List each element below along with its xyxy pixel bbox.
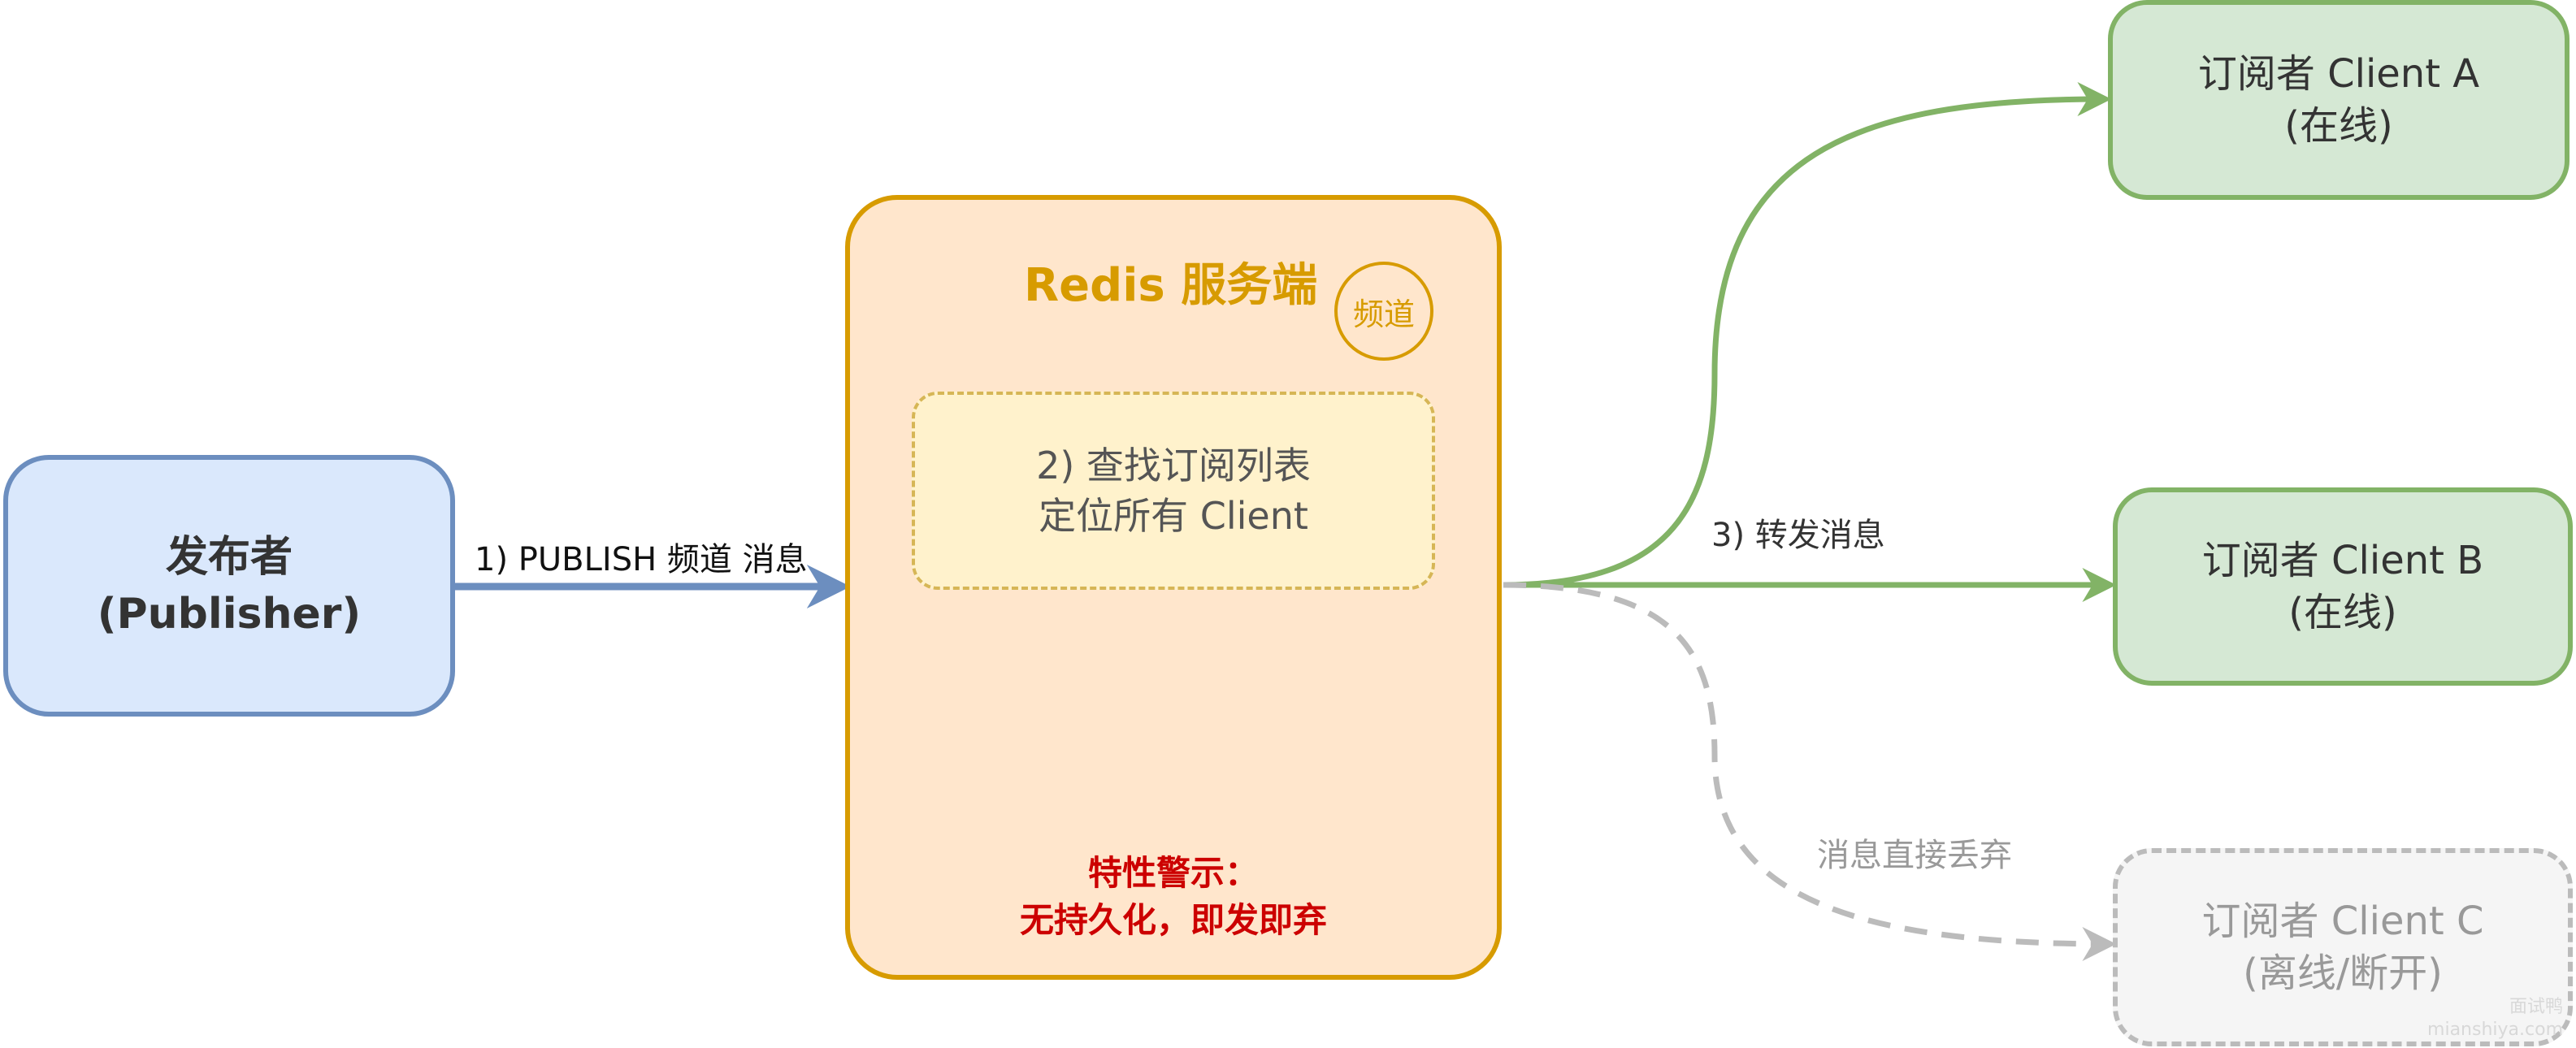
subscriber-client-a: 订阅者 Client A (在线)	[2108, 0, 2569, 200]
publisher-title: 发布者	[165, 533, 293, 582]
warning-line-1: 特性警示：	[1087, 853, 1259, 893]
publisher-node: 发布者 (Publisher)	[3, 455, 455, 717]
client-c-name: 订阅者 Client C	[2201, 899, 2484, 944]
lookup-line-2: 定位所有 Client	[1039, 494, 1308, 538]
drop-arrow-client-c	[1503, 582, 2117, 961]
subscriber-client-b: 订阅者 Client B (在线)	[2113, 487, 2573, 686]
client-b-name: 订阅者 Client B	[2201, 538, 2484, 583]
publish-edge-label: 1) PUBLISH 频道 消息	[475, 541, 808, 578]
lookup-subscribers-box: 2) 查找订阅列表 定位所有 Client	[912, 392, 1435, 590]
feature-warning: 特性警示： 无持久化，即发即弃	[894, 850, 1453, 944]
watermark-line-2: mianshiya.com	[2427, 1020, 2563, 1040]
forward-edge-label: 3) 转发消息	[1711, 517, 1885, 554]
channel-badge: 频道	[1334, 262, 1433, 361]
watermark: 面试鸭 mianshiya.com	[2427, 996, 2563, 1042]
watermark-line-1: 面试鸭	[2509, 997, 2563, 1017]
subscriber-client-c: 订阅者 Client C (离线/断开)	[2113, 848, 2573, 1046]
drop-edge-label: 消息直接丢弃	[1817, 837, 2012, 874]
warning-line-2: 无持久化，即发即弃	[1019, 900, 1327, 940]
client-b-status: (在线)	[2288, 590, 2397, 635]
publisher-subtitle: (Publisher)	[97, 590, 362, 639]
client-a-status: (在线)	[2284, 103, 2393, 149]
redis-server-title: Redis 服务端	[1024, 259, 1318, 312]
client-c-status: (离线/断开)	[2243, 951, 2443, 996]
lookup-line-1: 2) 查找订阅列表	[1036, 444, 1311, 487]
channel-badge-label: 频道	[1352, 296, 1415, 332]
client-a-name: 订阅者 Client A	[2197, 51, 2480, 97]
